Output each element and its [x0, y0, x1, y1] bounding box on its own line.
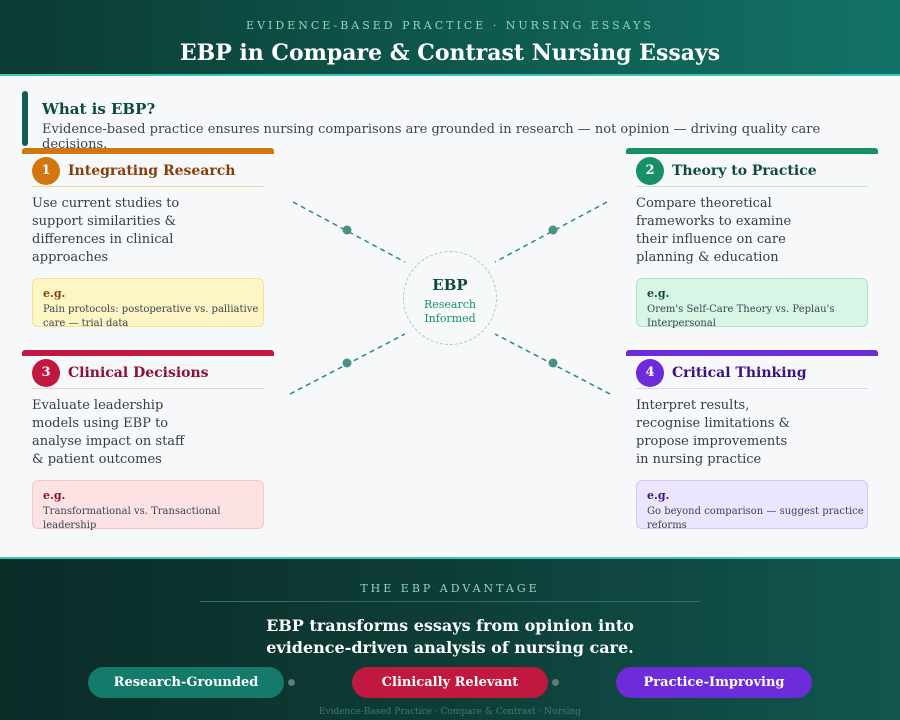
- hub-subtitle-line2: Informed: [424, 312, 476, 325]
- pill-separator-dot: [552, 679, 559, 686]
- pill-clinically-relevant: Clinically Relevant: [352, 667, 548, 698]
- header-kicker: EVIDENCE-BASED PRACTICE · NURSING ESSAYS: [246, 19, 654, 32]
- footer-credit: Evidence-Based Practice · Compare & Cont…: [318, 707, 582, 717]
- pill-research-grounded: Research-Grounded: [88, 667, 284, 698]
- card-body: Evaluate leadership models using EBP to …: [32, 398, 185, 467]
- connector-dot-2: [548, 225, 558, 235]
- card-title: Clinical Decisions: [68, 365, 209, 381]
- card-example-box: e.g. Orem's Self-Care Theory vs. Peplau'…: [636, 278, 868, 329]
- footer-divider: [200, 601, 700, 602]
- connector-dot-3: [342, 358, 352, 368]
- pill-practice-improving: Practice-Improving: [616, 667, 812, 698]
- card-title: Theory to Practice: [672, 163, 817, 179]
- example-label: e.g.: [647, 287, 670, 300]
- card-title: Critical Thinking: [672, 365, 807, 381]
- card-body: Interpret results, recognise limitations…: [636, 398, 791, 467]
- card-example-box: e.g. Transformational vs. Transactional …: [32, 480, 264, 531]
- footer-message-line2: evidence-driven analysis of nursing care…: [266, 638, 634, 657]
- card-divider: [636, 388, 868, 389]
- example-label: e.g.: [43, 287, 66, 300]
- example-text: Orem's Self-Care Theory vs. Peplau's Int…: [647, 304, 835, 329]
- hub-subtitle-line1: Research: [423, 298, 476, 311]
- example-label: e.g.: [647, 489, 670, 502]
- card-top-bar: [22, 148, 274, 154]
- card-top-bar: [626, 148, 878, 154]
- pill-separator-dot: [288, 679, 295, 686]
- card-number-badge: 2: [636, 157, 664, 185]
- example-text: Transformational vs. Transactional leade…: [43, 506, 221, 531]
- card-body: Use current studies to support similarit…: [32, 196, 180, 265]
- footer-message-line1: EBP transforms essays from opinion into: [266, 616, 634, 635]
- footer-kicker: THE EBP ADVANTAGE: [360, 582, 540, 595]
- card-example-box: e.g. Go beyond comparison — suggest prac…: [636, 480, 868, 531]
- ebp-hub: EBP Research Informed: [403, 251, 497, 345]
- card-divider: [32, 186, 264, 187]
- example-text: Go beyond comparison — suggest practice …: [647, 506, 864, 531]
- card-top-bar: [22, 350, 274, 356]
- connector-dot-1: [342, 225, 352, 235]
- intro-accent-bar: [22, 91, 28, 146]
- connector-dot-4: [548, 358, 558, 368]
- card-number-badge: 1: [32, 157, 60, 185]
- header-banner: EVIDENCE-BASED PRACTICE · NURSING ESSAYS…: [0, 0, 900, 76]
- footer-message: EBP transforms essays from opinion into …: [0, 615, 900, 659]
- example-label: e.g.: [43, 489, 66, 502]
- card-title: Integrating Research: [68, 163, 236, 179]
- card-number-badge: 3: [32, 359, 60, 387]
- footer-banner: THE EBP ADVANTAGE EBP transforms essays …: [0, 557, 900, 720]
- hub-title: EBP: [432, 276, 468, 294]
- page-title: EBP in Compare & Contrast Nursing Essays: [179, 40, 721, 66]
- intro-heading: What is EBP?: [42, 100, 156, 118]
- example-text: Pain protocols: postoperative vs. pallia…: [43, 304, 259, 329]
- card-body: Compare theoretical frameworks to examin…: [636, 196, 792, 265]
- card-example-box: e.g. Pain protocols: postoperative vs. p…: [32, 278, 264, 329]
- card-divider: [636, 186, 868, 187]
- card-number-badge: 4: [636, 359, 664, 387]
- card-top-bar: [626, 350, 878, 356]
- card-divider: [32, 388, 264, 389]
